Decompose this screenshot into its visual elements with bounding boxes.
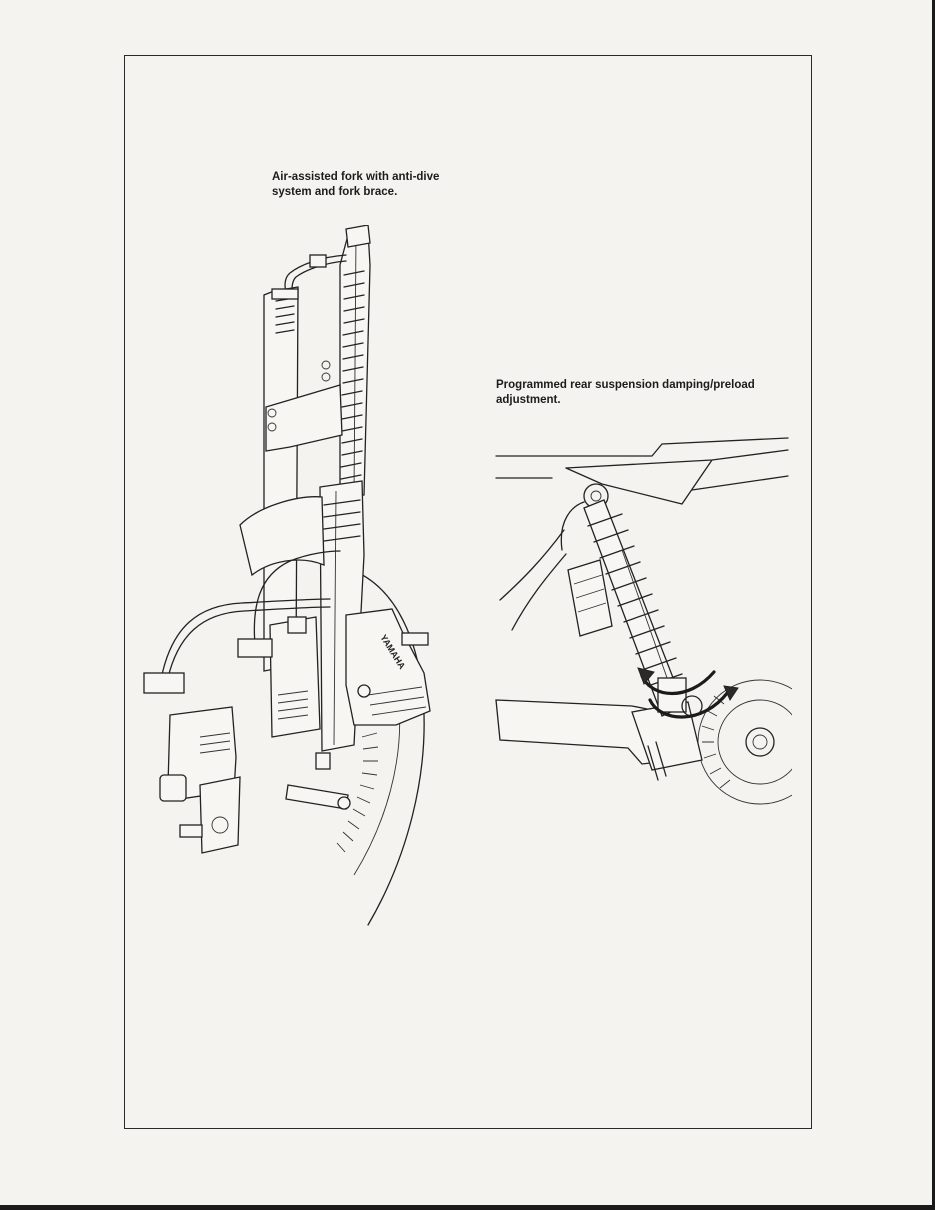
fork-caption-line-2: system and fork brace. (272, 186, 398, 198)
fork-caption-line-1: Air-assisted fork with anti-dive (272, 171, 440, 183)
fork-spring-coils (340, 270, 365, 480)
fork-illustration: YAMAHA (140, 225, 460, 935)
rear-caption-line-2: adjustment. (496, 394, 561, 406)
rear-caption: Programmed rear suspension damping/prelo… (496, 378, 755, 408)
adjustment-rotation-arrows (637, 667, 739, 719)
page-border-frame (124, 55, 812, 1129)
fork-caption: Air-assisted fork with anti-dive system … (272, 170, 439, 200)
rear-suspension-illustration (492, 430, 792, 810)
shock-spring-coils (587, 513, 683, 687)
rear-caption-line-1: Programmed rear suspension damping/prelo… (496, 379, 755, 391)
lower-spring-coils (323, 499, 361, 542)
